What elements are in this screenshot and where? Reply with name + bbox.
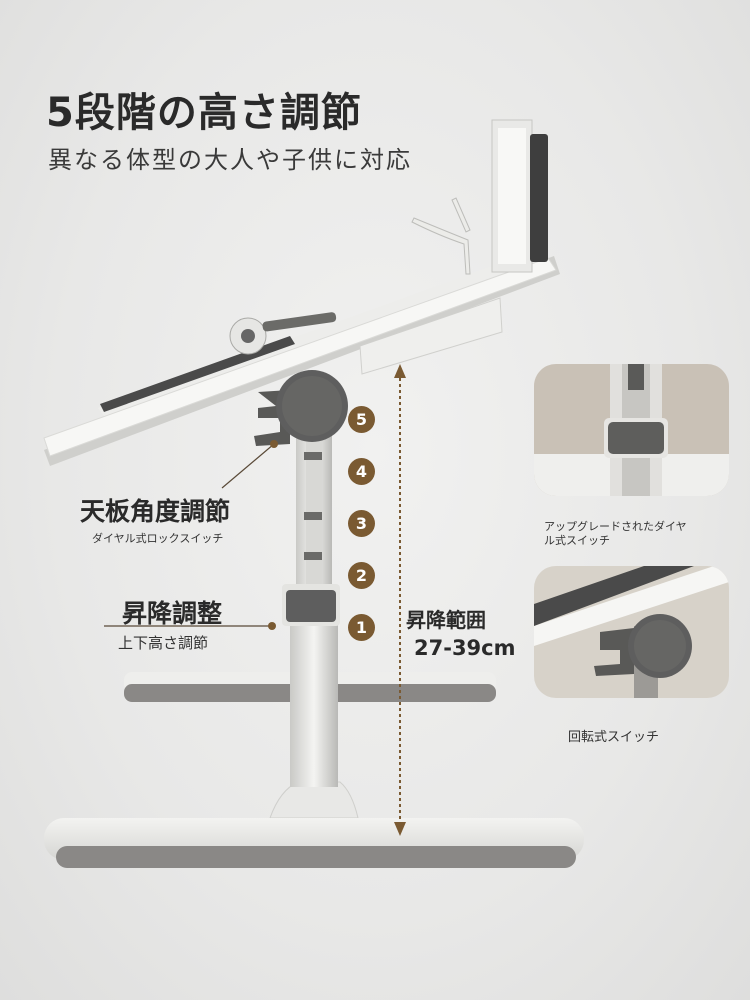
height-pole	[282, 430, 340, 787]
inset-rotary-switch-photo	[534, 566, 729, 698]
height-adjust-title: 昇降調整	[122, 599, 223, 628]
inset-dial-switch-photo	[534, 364, 729, 496]
page-title: 5段階の高さ調節	[46, 90, 362, 136]
inset-1-caption-line1: アップグレードされたダイヤ	[544, 520, 687, 533]
height-step-2: 2	[348, 562, 375, 589]
height-range-label: 昇降範囲	[406, 608, 486, 632]
tabletop-angle-caption: ダイヤル式ロックスイッチ	[92, 532, 224, 545]
tabletop-angle-title: 天板角度調節	[80, 497, 231, 526]
height-step-4: 4	[348, 458, 375, 485]
tabletop	[43, 119, 560, 466]
inset-1-caption-line2: ル式スイッチ	[544, 534, 610, 547]
height-step-3: 3	[348, 510, 375, 537]
inset-2-caption: 回転式スイッチ	[568, 730, 660, 745]
page-subtitle: 異なる体型の大人や子供に対応	[48, 146, 412, 174]
height-range-value: 27-39cm	[414, 636, 516, 660]
desk-base	[44, 781, 584, 868]
angle-dial-knob	[254, 370, 348, 446]
callout-lines	[104, 440, 278, 630]
height-range-arrow	[394, 364, 406, 836]
height-adjust-caption: 上下高さ調節	[118, 634, 209, 652]
height-step-1: 1	[348, 614, 375, 641]
height-step-5: 5	[348, 406, 375, 433]
